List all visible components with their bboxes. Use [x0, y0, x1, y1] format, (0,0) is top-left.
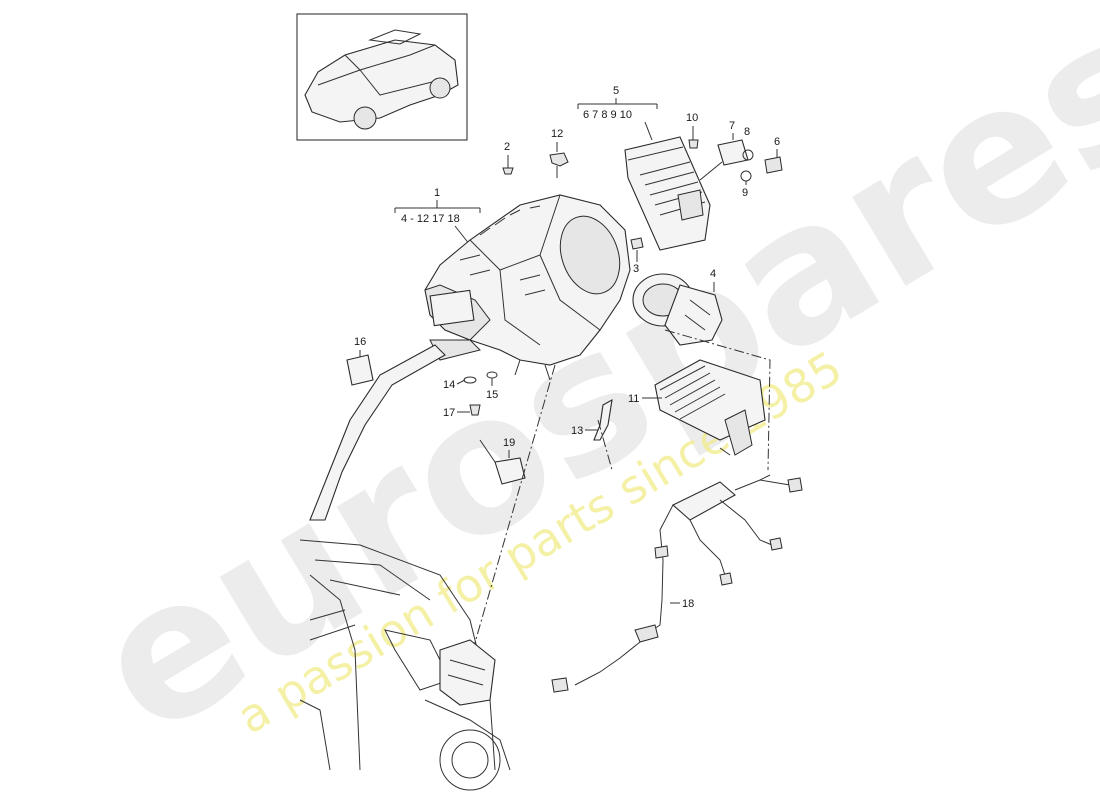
wheel-icon	[439, 729, 501, 791]
bracket-16: 16	[346, 336, 374, 386]
gasket-icon	[764, 156, 783, 174]
connector-icon	[787, 477, 803, 493]
wiring-harness: 18	[551, 474, 803, 693]
o-ring-icon	[742, 149, 754, 161]
watermark-brand: eurospares	[59, 0, 1100, 779]
expansion-valve: 10 7 8 9 6	[686, 112, 783, 199]
control-module	[672, 481, 736, 521]
sensor-connector	[634, 624, 659, 643]
bolt-icon	[469, 404, 481, 416]
callout-3: 3	[630, 237, 644, 275]
label-6: 6	[774, 136, 780, 148]
connector-icon	[654, 545, 669, 559]
hvac-unit-installed	[439, 639, 496, 706]
label-12: 12	[551, 128, 563, 140]
blower-motor: 4	[632, 268, 723, 346]
label-16: 16	[354, 336, 366, 348]
car-icon	[304, 29, 459, 130]
label-15: 15	[486, 389, 498, 401]
drain-hose: 13	[571, 398, 613, 441]
watermark: eurospares a passion for parts since 198…	[59, 0, 1100, 779]
label-1-range: 4 - 12 17 18	[401, 213, 460, 225]
bolt-icon	[688, 139, 699, 149]
connector-icon	[719, 572, 733, 586]
label-8: 8	[744, 126, 750, 138]
callout-5: 5 6 7 8 9 10	[577, 85, 658, 141]
label-5: 5	[613, 85, 619, 97]
vehicle-thumbnail	[296, 13, 468, 141]
connector-icon	[551, 677, 569, 693]
label-4: 4	[710, 268, 716, 280]
clip-icon	[463, 376, 477, 384]
air-duct	[309, 344, 446, 521]
clip-icon	[630, 237, 644, 250]
wheel-icon	[429, 77, 451, 99]
label-3: 3	[633, 263, 639, 275]
vehicle-cutaway	[299, 539, 511, 791]
wheel-icon	[353, 106, 377, 130]
label-5-range: 6 7 8 9 10	[583, 109, 632, 121]
label-7: 7	[729, 120, 735, 132]
label-14: 14	[443, 379, 455, 391]
connector-icon	[769, 537, 783, 551]
label-17: 17	[443, 407, 455, 419]
label-2: 2	[504, 141, 510, 153]
label-1: 1	[434, 187, 440, 199]
evaporator	[624, 136, 711, 251]
sensor-icon	[549, 152, 569, 167]
label-11: 11	[628, 393, 639, 405]
small-fasteners: 14 15 17	[443, 371, 498, 419]
label-19: 19	[503, 437, 515, 449]
screw-icon	[502, 167, 514, 175]
label-10: 10	[686, 112, 698, 124]
label-9: 9	[742, 187, 748, 199]
label-18: 18	[682, 598, 694, 610]
reference-lines	[469, 329, 771, 661]
actuator-19: 19	[479, 437, 526, 485]
heater-core: 11	[628, 359, 766, 456]
clip-icon	[486, 371, 498, 379]
callout-1: 1 4 - 12 17 18	[394, 187, 481, 246]
callout-2: 2	[502, 141, 514, 175]
label-13: 13	[571, 425, 583, 437]
callout-12: 12	[549, 128, 569, 178]
